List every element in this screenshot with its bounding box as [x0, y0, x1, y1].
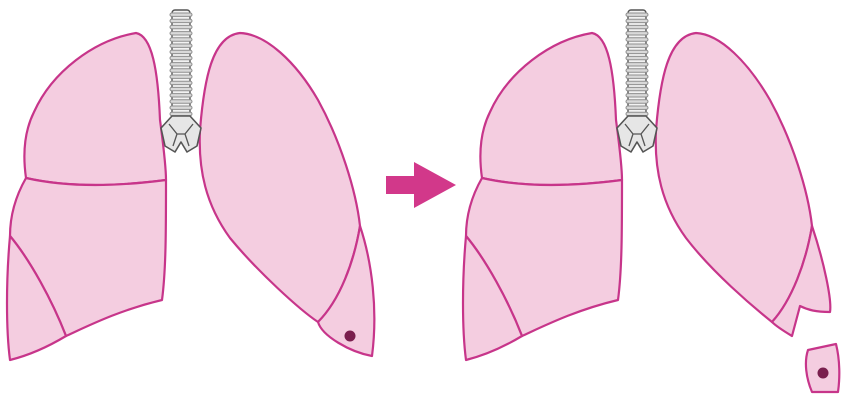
trachea-ring — [170, 44, 192, 47]
trachea-ring — [170, 112, 192, 115]
right-arrow-icon — [386, 162, 456, 208]
trachea-ring — [170, 13, 192, 16]
trachea-ring — [170, 87, 192, 90]
trachea-ring — [626, 50, 648, 53]
trachea-ring — [170, 94, 192, 97]
trachea-icon — [161, 10, 201, 152]
trachea-ring — [170, 50, 192, 53]
trachea-ring — [626, 38, 648, 41]
trachea-ring — [626, 69, 648, 72]
trachea-ring — [626, 56, 648, 59]
trachea-ring — [626, 94, 648, 97]
panel-after — [463, 10, 839, 392]
nodule-icon — [818, 368, 829, 379]
trachea-ring — [170, 63, 192, 66]
left-lung-upper-lobe — [24, 33, 166, 185]
trachea-ring — [626, 32, 648, 35]
right-lung-main-after — [656, 33, 812, 322]
trachea-ring — [626, 25, 648, 28]
left-lung-after — [463, 33, 622, 360]
left-lung — [7, 33, 166, 360]
right-lung — [200, 33, 375, 356]
right-lung-main — [200, 33, 360, 322]
trachea-ring — [170, 100, 192, 103]
nodule-icon — [345, 331, 356, 342]
trachea-ring — [626, 87, 648, 90]
trachea-ring — [626, 81, 648, 84]
removed-wedge — [806, 344, 839, 392]
trachea-ring — [626, 112, 648, 115]
trachea-ring — [626, 106, 648, 109]
trachea-ring — [626, 100, 648, 103]
trachea-ring — [170, 32, 192, 35]
trachea-ring — [626, 44, 648, 47]
trachea-ring — [170, 56, 192, 59]
trachea-ring — [626, 19, 648, 22]
trachea-ring — [626, 13, 648, 16]
panel-before — [7, 10, 374, 360]
trachea-ring — [170, 69, 192, 72]
trachea-ring — [170, 19, 192, 22]
right-lung-after — [656, 33, 831, 336]
trachea-icon — [617, 10, 657, 152]
trachea-ring — [170, 25, 192, 28]
trachea-ring — [170, 81, 192, 84]
trachea-ring — [170, 38, 192, 41]
trachea-ring — [626, 63, 648, 66]
trachea-ring — [170, 75, 192, 78]
left-lung-upper-lobe-after — [480, 33, 622, 185]
trachea-ring — [170, 106, 192, 109]
trachea-ring — [626, 75, 648, 78]
